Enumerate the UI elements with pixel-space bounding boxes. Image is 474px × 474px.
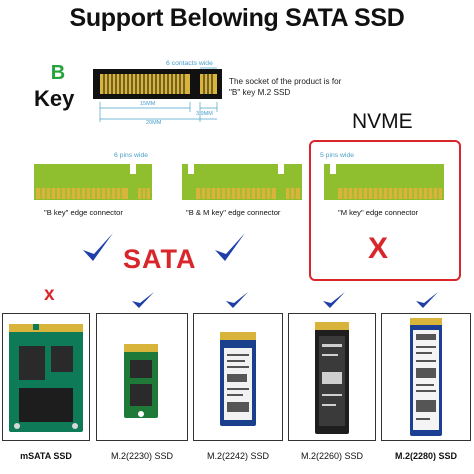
sata-label: SATA bbox=[123, 244, 197, 274]
b-key-caption: "B key" edge connector bbox=[44, 208, 123, 217]
b-key-connector-image bbox=[34, 164, 152, 200]
check-icon-2242 bbox=[226, 292, 248, 308]
m2-2280-ssd-image bbox=[410, 318, 442, 436]
red-x-msata: x bbox=[44, 284, 55, 305]
m2-2230-ssd-card bbox=[96, 313, 188, 441]
ssd-caption-2280: M.2(2280) SSD bbox=[394, 451, 458, 461]
contacts-label: 6 contacts wide bbox=[166, 60, 213, 67]
check-icon-2280 bbox=[416, 292, 438, 308]
socket-note: The socket of the product is for "B" key… bbox=[229, 76, 341, 98]
check-icon-b-key bbox=[83, 233, 113, 261]
m2-2242-ssd-image bbox=[220, 332, 256, 426]
ssd-caption-msata: mSATA SSD bbox=[20, 451, 72, 461]
dimension-15mm: 15MM bbox=[140, 101, 156, 107]
pins-label-b-key: 6 pins wide bbox=[114, 152, 149, 159]
socket-note-line2: "B" key M.2 SSD bbox=[229, 88, 291, 97]
ssd-caption-2242: M.2(2242) SSD bbox=[206, 451, 270, 461]
ssd-caption-2230: M.2(2230) SSD bbox=[110, 451, 174, 461]
pins-label-m-key: 5 pins wide bbox=[320, 152, 355, 159]
b-m-key-connector-image bbox=[182, 164, 302, 200]
m2-2230-ssd-image bbox=[124, 344, 158, 418]
red-x-nvme: X bbox=[368, 232, 389, 265]
key-letter: B bbox=[50, 62, 66, 84]
key-word: Key bbox=[34, 86, 75, 111]
dimension-20mm: 20MM bbox=[146, 120, 162, 126]
m-key-connector-image bbox=[324, 164, 444, 200]
check-icon-b-m-key bbox=[215, 233, 245, 261]
dimension-3-9mm: 3.9MM bbox=[196, 111, 213, 117]
m2-socket-diagram bbox=[93, 67, 222, 122]
m-key-caption: "M key" edge connector bbox=[338, 208, 419, 217]
b-m-key-caption: "B & M key" edge connector bbox=[186, 208, 281, 217]
msata-ssd-card bbox=[2, 313, 90, 441]
nvme-highlight-box bbox=[309, 140, 461, 281]
m2-2280-ssd-card bbox=[381, 313, 471, 441]
check-icon-2230 bbox=[132, 292, 154, 308]
page-title: Support Belowing SATA SSD bbox=[69, 4, 405, 32]
m2-2260-ssd-card bbox=[288, 313, 376, 441]
check-icon-2260 bbox=[323, 292, 345, 308]
msata-ssd-image bbox=[9, 324, 83, 432]
m2-2242-ssd-card bbox=[193, 313, 283, 441]
m2-2260-ssd-image bbox=[315, 322, 349, 434]
ssd-caption-2260: M.2(2260) SSD bbox=[300, 451, 364, 461]
nvme-label: NVME bbox=[352, 110, 413, 133]
socket-note-line1: The socket of the product is for bbox=[229, 77, 342, 86]
